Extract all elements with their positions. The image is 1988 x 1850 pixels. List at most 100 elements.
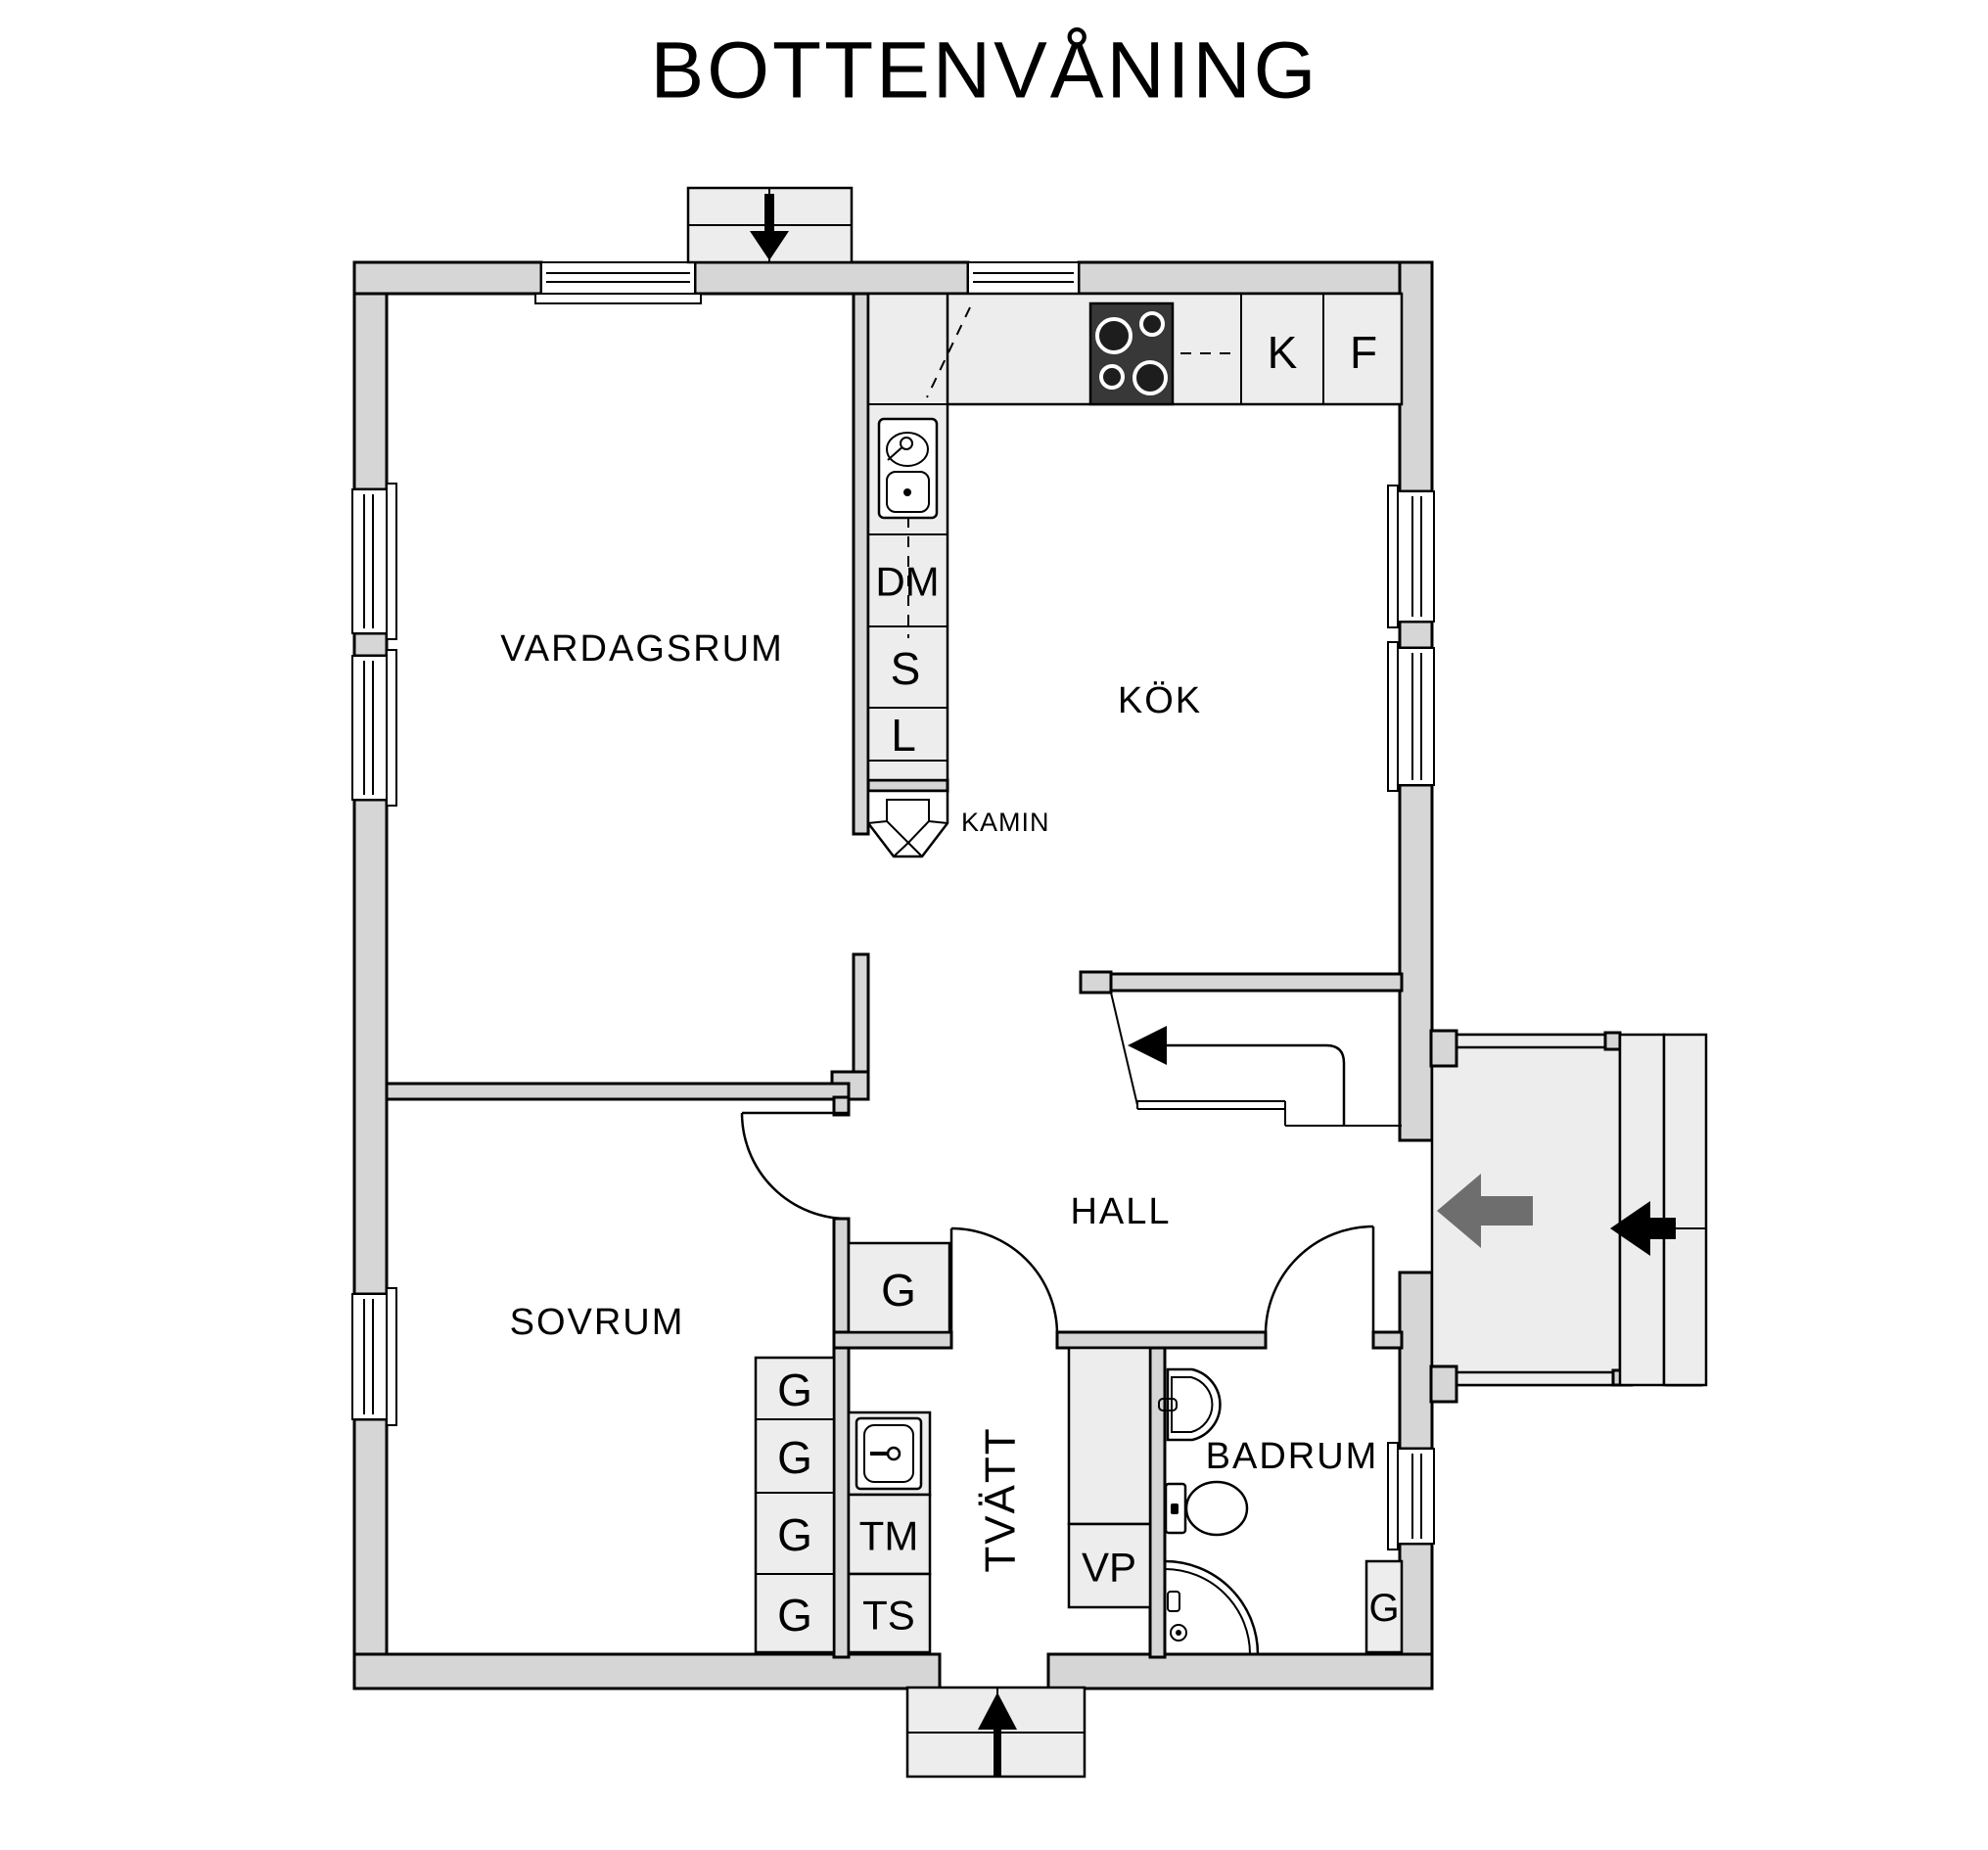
window-vardagsrum-left-upper	[351, 483, 397, 640]
exterior-steps-top	[686, 186, 854, 264]
window-frame	[1397, 1448, 1435, 1545]
porch-rail-top	[1430, 1033, 1622, 1049]
room-label-kok: KÖK	[1118, 680, 1202, 721]
door-swing-arc	[1264, 1225, 1374, 1333]
wall-badrum-west	[1148, 1346, 1167, 1659]
vp-label: VP	[1082, 1545, 1136, 1591]
sink-drain	[903, 488, 911, 496]
laundry-fixtures	[855, 1416, 923, 1491]
vp-unit	[1067, 1522, 1152, 1609]
burner	[1095, 317, 1133, 354]
wall-right-seg3	[1398, 1271, 1434, 1451]
wall-kok-west-upper	[852, 292, 870, 836]
kamin-facet	[928, 820, 948, 824]
k-label: K	[1268, 327, 1298, 378]
kitchen	[866, 292, 1404, 858]
window-frame	[351, 488, 390, 634]
room-label-vardagsrum: VARDAGSRUM	[500, 628, 784, 670]
closet-sovrum-stack	[754, 1356, 836, 1654]
wall-bottom-seg1	[352, 1652, 942, 1690]
closet-badrum-g	[1364, 1559, 1404, 1654]
stove-icon	[1088, 301, 1175, 406]
wall-kok-south-cap	[1079, 970, 1113, 994]
stair-edge-slant	[1110, 992, 1138, 1106]
window-kok-right-lower	[1387, 641, 1435, 792]
l-label: L	[891, 710, 916, 761]
room-label-tvatt: TVÄTT	[977, 1426, 1025, 1572]
sink-basin-main	[886, 471, 930, 513]
window-frame	[351, 655, 390, 801]
wall-sovrum-east-stub	[832, 1095, 851, 1117]
kamin-facet	[867, 820, 888, 824]
wall-kamin-stub	[866, 778, 949, 793]
wall-top-seg3	[1077, 260, 1434, 296]
sink-faucet-base	[886, 1446, 902, 1461]
window-trim	[386, 1287, 397, 1426]
burner	[1133, 360, 1168, 395]
s-label: S	[891, 643, 921, 694]
wall-tvatt-north-3	[1371, 1330, 1404, 1350]
page-title: BOTTENVÅNING	[651, 26, 1319, 116]
shower-curtain-arc	[1164, 1559, 1260, 1655]
shower-curtain-arc-inner	[1164, 1568, 1251, 1655]
shower-mixer	[1167, 1591, 1180, 1612]
f-label: F	[1350, 327, 1377, 378]
dm-label: DM	[875, 559, 939, 605]
wall-left-seg2	[352, 798, 389, 1296]
wall-left-seg1	[352, 260, 389, 491]
closet-hall-g	[847, 1241, 951, 1334]
kamin-icon	[866, 789, 949, 858]
staircase	[1110, 992, 1402, 1127]
g-label-sovrum-4: G	[777, 1590, 812, 1641]
vp-unit-upper	[1067, 1346, 1152, 1526]
badrum-sink-icon	[1158, 1367, 1222, 1442]
wall-sovrum-east	[832, 1217, 851, 1659]
window-kok-right-upper	[1387, 485, 1435, 628]
g-label-sovrum-2: G	[777, 1432, 812, 1483]
wall-top-seg2	[693, 260, 970, 296]
kamin-label: KAMIN	[961, 808, 1050, 837]
sink-outer	[877, 417, 939, 520]
door-swing-arc	[950, 1226, 1059, 1335]
window-trim	[386, 649, 397, 807]
window-trim	[1387, 485, 1399, 628]
window-frame	[540, 261, 696, 295]
toilet-button	[1171, 1503, 1179, 1514]
porch-rail-bottom	[1430, 1370, 1622, 1387]
stair-up-arrow-icon	[1128, 1026, 1167, 1065]
ts-label: TS	[862, 1593, 915, 1639]
tvatt-door	[949, 1226, 1059, 1335]
toilet-bowl	[1184, 1480, 1249, 1537]
sink-tap	[1158, 1398, 1178, 1411]
sink-bowl-inner	[1171, 1376, 1214, 1433]
toilet-icon	[1164, 1480, 1249, 1537]
shower-drain	[1176, 1630, 1181, 1636]
sovrum-door	[740, 1111, 849, 1221]
porch-post	[1603, 1031, 1622, 1051]
tvatt-tm-cabinet	[847, 1493, 932, 1576]
closets	[754, 1241, 1404, 1654]
wall-bottom-seg2	[1046, 1652, 1434, 1690]
wall-right-seg1	[1398, 260, 1434, 493]
window-sovrum-left	[351, 1287, 397, 1426]
tvatt-ts-cabinet	[847, 1572, 932, 1654]
wall-kok-south	[1083, 972, 1404, 993]
window-trim	[1387, 1442, 1399, 1550]
burner	[1139, 311, 1165, 337]
wall-right-nub	[1398, 620, 1434, 650]
kamin-outline	[866, 789, 949, 858]
kamin-facet	[893, 842, 909, 857]
labels: BOTTENVÅNING VARDAGSRUM KÖK HALL SOVRUM …	[500, 26, 1399, 1642]
shower-icon	[1164, 1559, 1260, 1655]
window-frame	[967, 261, 1080, 295]
sink-basin	[863, 1424, 914, 1483]
g-label-sovrum-3: G	[777, 1509, 812, 1560]
sink-faucet-base	[900, 437, 913, 450]
porch-steps-arrow-icon	[1610, 1201, 1676, 1256]
steps-bottom-up-arrow-icon	[978, 1692, 1017, 1777]
room-label-hall: HALL	[1070, 1191, 1171, 1232]
g-label-sovrum-1: G	[777, 1364, 812, 1415]
sink-basin-small	[886, 432, 929, 467]
